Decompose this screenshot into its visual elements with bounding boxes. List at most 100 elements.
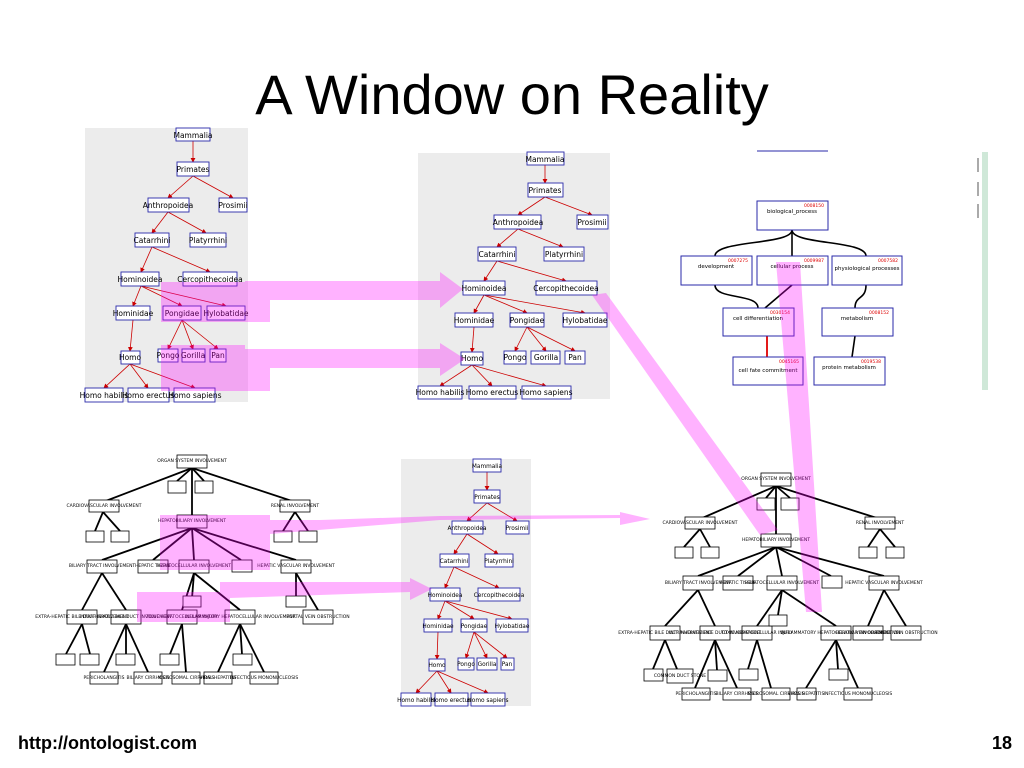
node-primates: Primates (177, 165, 210, 174)
node-pongidae: Pongidae (510, 316, 545, 325)
node-catarrhini: Catarrhini (440, 559, 469, 565)
node-gorilla: Gorilla (478, 662, 497, 668)
organ-node-renal: RENAL INVOLVEMENT (856, 520, 905, 526)
organ-node-biliary-tract: BILIARY TRACT INVOLVEMENT (665, 580, 732, 586)
go-id: 0007582 (878, 258, 898, 264)
node-homo-erectus: Homo erectus (431, 698, 472, 704)
organ-node-root: ORGAN SYSTEM INVOLVEMENT (741, 476, 811, 482)
node-hominoidea: Hominoidea (428, 593, 463, 599)
organ-node-intra-hepatic: INTRA-HEPATIC BILE DUCT INVOLVEMENT (669, 630, 762, 636)
organ-node-hepatic-vascular: HEPATIC VASCULAR INVOLVEMENT (845, 580, 923, 586)
go-id: 0009987 (804, 258, 824, 264)
highlight-arrow (137, 578, 432, 622)
footer-url: http://ontologist.com (18, 733, 197, 753)
organ-tree-panel-right: ORGAN SYSTEM INVOLVEMENT CARDIOVASCULAR … (618, 472, 938, 701)
organ-node-microsomal: MICROSOMAL CIRRHOSIS (157, 675, 214, 681)
node-pan: Pan (568, 353, 582, 362)
node-catarrhini: Catarrhini (479, 250, 516, 259)
organ-node-hepatobiliary: HEPATOBILIARY INVOLVEMENT (742, 537, 810, 543)
organ-node-microsomal: MICROSOMAL CIRRHOSIS (747, 691, 804, 697)
node-pongo: Pongo (457, 662, 475, 668)
node-anthropoidea: Anthropoidea (143, 201, 194, 210)
organ-node-cardiovascular: CARDIOVASCULAR INVOLVEMENT (662, 520, 737, 526)
organ-node-portal-vein: PORTAL VEIN OBSTRUCTION (286, 614, 349, 620)
page-number: 18 (991, 733, 1012, 753)
go-node-physiological-processes: physiological processes (835, 266, 900, 272)
node-cercopithecoidea: Cercopithecoidea (474, 593, 525, 599)
organ-node-extra-hepatic: EXTRA-HEPATIC BILE DUCT INVOLVEMENT (618, 630, 712, 636)
node-hominoidea: Hominoidea (117, 275, 162, 284)
organ-node-intra-hepatic: INTRA-HEPATIC BILE DUCT INVOLVEMENT (80, 614, 173, 620)
node-mammalia: Mammalia (525, 155, 564, 164)
node-homo: Homo (428, 663, 446, 669)
organ-node-hepatic-vein: HEPATIC VEIN OBSTRUCTION (836, 630, 901, 636)
highlight-overlay (137, 262, 822, 622)
node-hominidae: Hominidae (113, 309, 154, 318)
organ-node-viral-hepatitis: VIRAL HEPATITIS (200, 675, 237, 681)
node-platyrrhini: Platyrrhini (189, 236, 227, 245)
go-graph-panel: 0008150 0007275 0009987 0007582 0030154 … (680, 150, 988, 390)
node-anthropoidea: Anthropoidea (493, 218, 544, 227)
node-primates: Primates (474, 495, 499, 501)
go-node-protein-metabolism: protein metabolism (822, 365, 876, 371)
node-pongidae: Pongidae (461, 624, 488, 630)
go-node-cell-differentiation: cell differentiation (733, 316, 784, 322)
node-anthropoidea: Anthropoidea (447, 526, 486, 532)
node-cercopithecoidea: Cercopithecoidea (533, 284, 598, 293)
go-id: 0008152 (869, 310, 889, 316)
taxonomy-panel-bottom-center: Mammalia Primates Anthropoidea Prosimii … (397, 458, 531, 707)
node-prosimii: Prosimii (506, 526, 529, 532)
organ-node-toxic-hepatocellular: TOXIC HEPATOCELLULAR INJURY (720, 630, 793, 636)
node-pan: Pan (211, 351, 225, 360)
taxonomy-panel-top-center: Mammalia Primates Anthropoidea Prosimii … (416, 151, 610, 400)
go-node-cell-fate-commitment: cell fate commitment (739, 368, 799, 374)
node-platyrrhini: Platyrrhini (545, 250, 583, 259)
organ-node-hepatocellular: HEPATOCELLULAR INVOLVEMENT (157, 563, 231, 569)
organ-node-inflammatory: INFLAMMATORY HEPATOCELLULAR INVOLVEMENT (185, 614, 296, 620)
highlight-arrow (776, 262, 822, 612)
organ-node-hepatobiliary: HEPATOBILIARY INVOLVEMENT (158, 518, 226, 524)
taxonomy-panel-top-left: Mammalia Primates Anthropoidea Prosimii … (80, 127, 249, 403)
node-prosimii: Prosimii (218, 201, 247, 210)
go-node-metabolism: metabolism (841, 316, 873, 322)
node-homo: Homo (119, 353, 142, 362)
go-id: 0008150 (804, 203, 824, 209)
node-platyrrhini: Platyrrhini (484, 559, 514, 565)
node-hylobatidae: Hylobatidae (562, 316, 607, 325)
slide-title: A Window on Reality (255, 63, 769, 126)
node-cercopithecoidea: Cercopithecoidea (177, 275, 242, 284)
organ-node-hepatic-vascular: HEPATIC VASCULAR INVOLVEMENT (257, 563, 335, 569)
node-gorilla: Gorilla (534, 353, 558, 362)
go-id: 0019538 (861, 359, 881, 365)
organ-node-cardiovascular: CARDIOVASCULAR INVOLVEMENT (66, 503, 141, 509)
node-mammalia: Mammalia (472, 464, 503, 470)
organ-node-infectious-mono: INFECTIOUS MONONUCLEOSIS (230, 675, 299, 681)
organ-node-common-duct: COMMON DUCT STONE (654, 673, 706, 679)
organ-node-hepatic-tissue: HEPATIC TISSUE (135, 563, 171, 569)
node-mammalia: Mammalia (173, 131, 212, 140)
organ-node-portal-vein: PORTAL VEIN OBSTRUCTION (874, 630, 937, 636)
node-homo-erectus: Homo erectus (466, 388, 518, 397)
organ-node-root: ORGAN SYSTEM INVOLVEMENT (157, 458, 227, 464)
node-homo-habilis: Homo habilis (397, 698, 435, 704)
node-homo-habilis: Homo habilis (80, 391, 129, 400)
organ-node-inflammatory: INFLAMMATORY HEPATOCELLULAR INVOLVEMENT (781, 630, 892, 636)
highlight-arrow (160, 512, 650, 570)
organ-node-hepatic-tissue: HEPATIC TISSUE (720, 580, 756, 586)
node-homo-sapiens: Homo sapiens (168, 391, 221, 400)
node-gorilla: Gorilla (181, 351, 205, 360)
node-pongidae: Pongidae (165, 309, 200, 318)
node-prosimii: Prosimii (577, 218, 606, 227)
go-id: 0007275 (728, 258, 748, 264)
organ-node-viral-hepatitis: VIRAL HEPATITIS (788, 691, 825, 697)
highlight-arrow (161, 343, 465, 391)
node-homo-erectus: Homo erectus (122, 391, 174, 400)
organ-node-pericholangitis: PERICHOLANGITIS (84, 675, 125, 681)
highlight-arrow (592, 293, 778, 535)
go-id: 0030154 (770, 310, 790, 316)
node-pan: Pan (502, 662, 513, 668)
go-id: 0045165 (779, 359, 799, 365)
organ-node-pericholangitis: PERICHOLANGITIS (676, 691, 717, 697)
node-hylobatidae: Hylobatidae (495, 624, 530, 630)
